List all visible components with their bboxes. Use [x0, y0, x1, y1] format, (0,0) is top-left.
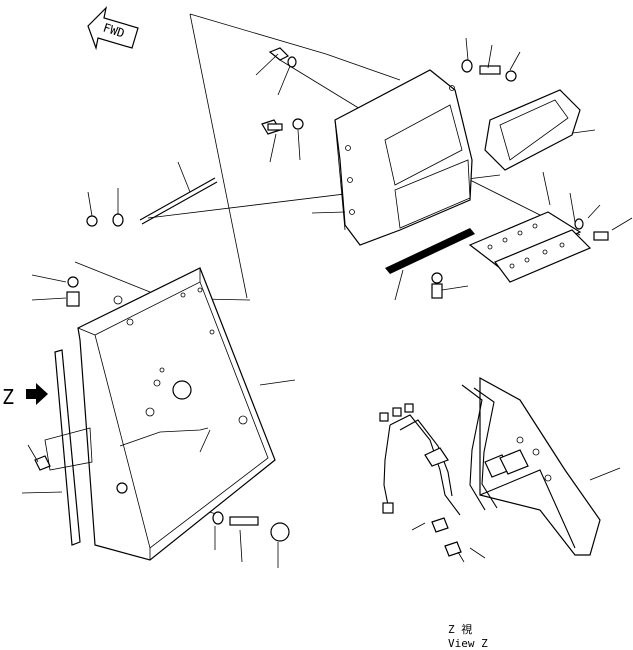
lens-bezel	[484, 89, 581, 171]
fwd-arrow-icon: FWD	[87, 6, 139, 51]
leader-lines	[21, 37, 633, 568]
view-arrow-icon	[26, 383, 48, 405]
gauge-housing	[334, 69, 473, 246]
main-panel	[77, 267, 276, 561]
view-z-assembly	[379, 376, 601, 556]
side-strip	[44, 349, 93, 546]
gasket-strip	[385, 228, 475, 274]
hardware-items	[34, 47, 609, 557]
z-marker: Z	[2, 385, 14, 409]
view-caption-line2: View Z	[448, 637, 488, 650]
fwd-label: FWD	[101, 21, 126, 41]
switch-plates	[468, 211, 592, 283]
support-rod	[139, 177, 218, 225]
view-caption-line1: Z 視	[448, 622, 472, 636]
